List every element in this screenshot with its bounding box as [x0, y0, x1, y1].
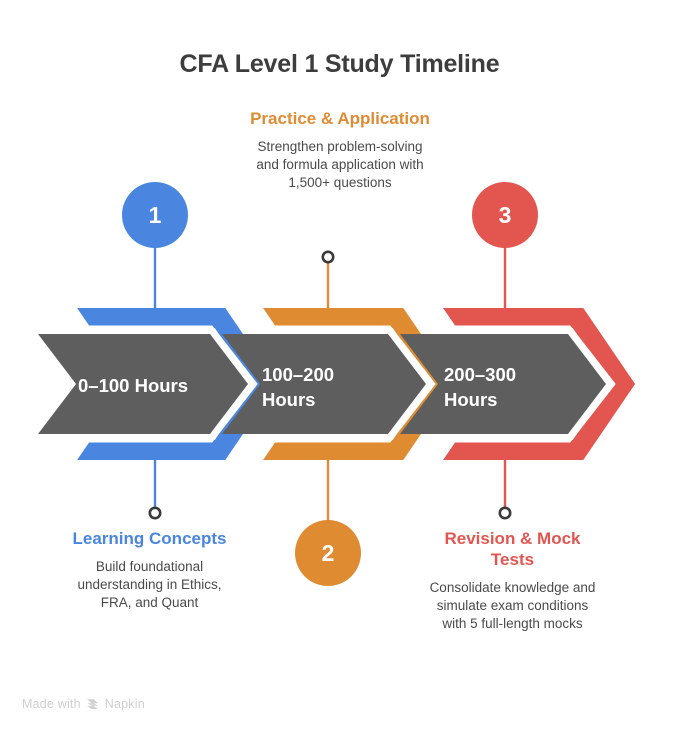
watermark-brand: Napkin [104, 697, 145, 711]
stage-badge-3-label: 3 [499, 202, 512, 228]
stage-badge-3[interactable]: 3 [472, 182, 538, 248]
timeline-segment-label-stage-2: 100–200 Hours [262, 364, 339, 410]
stage-annotation-1-description: Build foundational understanding in Ethi… [77, 559, 222, 610]
stage-annotation-3-heading: Revision & Mock Tests [444, 529, 581, 569]
endpoint-marker-stage-3 [498, 506, 512, 520]
stage-badge-1-label: 1 [149, 202, 162, 228]
stage-annotation-3: Revision & Mock Tests Consolidate knowle… [425, 528, 600, 633]
timeline-segment-stage-1[interactable] [38, 334, 248, 434]
stage-badge-2[interactable]: 2 [295, 520, 361, 586]
endpoint-marker-stage-1 [148, 506, 162, 520]
endpoint-marker-stage-2 [321, 250, 335, 264]
stage-badge-2-label: 2 [322, 540, 335, 566]
stage-annotation-2: Practice & Application Strengthen proble… [245, 108, 435, 192]
stage-annotation-2-description: Strengthen problem-solving and formula a… [256, 139, 424, 190]
stage-annotation-2-heading: Practice & Application [250, 109, 430, 128]
stage-annotation-3-description: Consolidate knowledge and simulate exam … [429, 580, 596, 631]
napkin-logo-icon [86, 697, 100, 711]
stage-annotation-1-heading: Learning Concepts [72, 529, 227, 548]
stage-badge-1[interactable]: 1 [122, 182, 188, 248]
timeline-segment-stage-2[interactable] [222, 334, 426, 434]
timeline-segment-label-stage-1: 0–100 Hours [78, 375, 188, 396]
timeline-segment-stage-3[interactable] [400, 334, 606, 434]
timeline-segment-label-stage-3: 200–300 Hours [444, 364, 521, 410]
stage-annotation-1: Learning Concepts Build foundational und… [62, 528, 237, 612]
watermark-prefix: Made with [22, 697, 81, 711]
page-title: CFA Level 1 Study Timeline [179, 50, 500, 78]
napkin-watermark[interactable]: Made with Napkin [22, 697, 145, 711]
